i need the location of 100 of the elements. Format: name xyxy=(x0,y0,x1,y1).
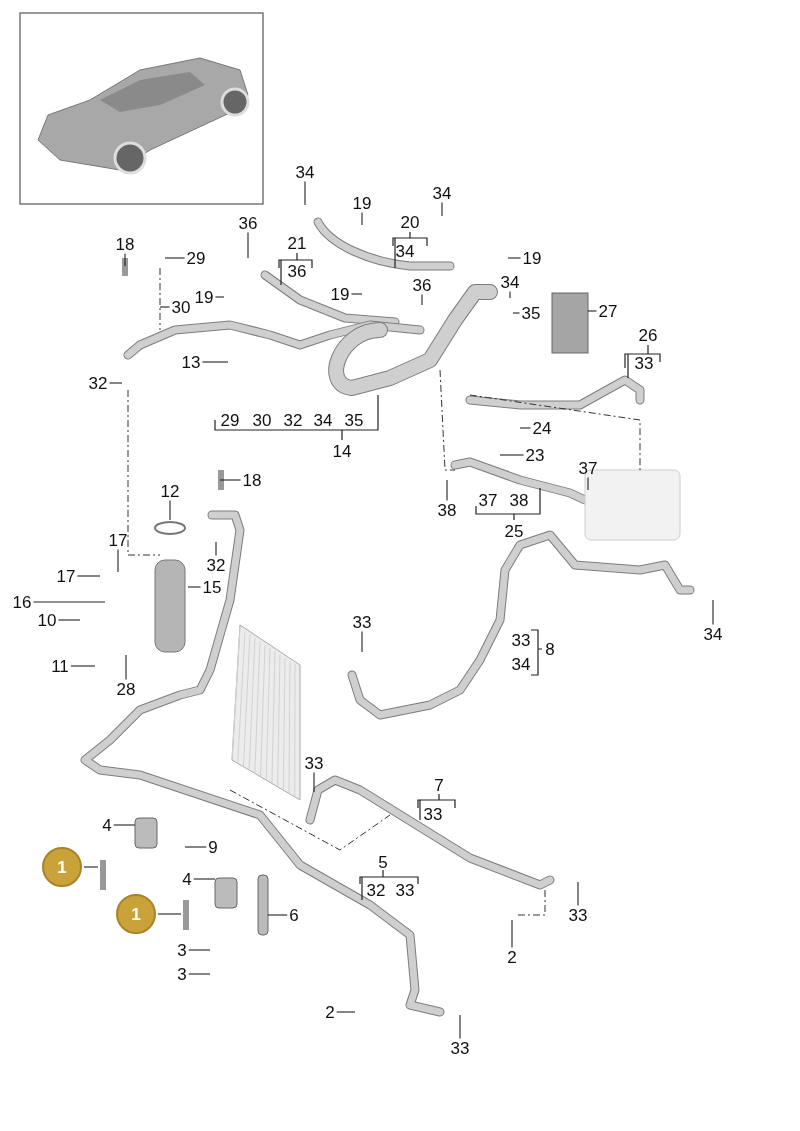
callout-number: 34 xyxy=(295,163,315,181)
callout-number: 35 xyxy=(521,304,541,322)
callout-number: 3 xyxy=(177,941,187,959)
callout-number: 34 xyxy=(703,625,723,643)
callout-number: 33 xyxy=(395,881,415,899)
callout-number: 18 xyxy=(242,471,262,489)
callout-number: 17 xyxy=(108,531,128,549)
callout-number: 21 xyxy=(287,234,307,252)
leader-line xyxy=(511,919,513,949)
callout-number: 25 xyxy=(504,522,524,540)
callout-number: 33 xyxy=(634,354,654,372)
callout-number: 37 xyxy=(578,459,598,477)
callout-number: 34 xyxy=(432,184,452,202)
callout-number: 34 xyxy=(511,655,531,673)
callout-number: 3 xyxy=(177,965,187,983)
leader-line xyxy=(587,310,598,312)
leader-line xyxy=(361,211,363,226)
leader-line xyxy=(247,231,249,259)
callout-number: 37 xyxy=(478,491,498,509)
leader-line xyxy=(214,296,225,298)
leader-line xyxy=(125,654,127,681)
callout-number: 2 xyxy=(507,948,517,966)
callout-number: 27 xyxy=(598,302,618,320)
callout-number: 26 xyxy=(638,326,658,344)
leader-line xyxy=(267,914,288,916)
callout-number: 33 xyxy=(568,906,588,924)
callout-number: 29 xyxy=(220,411,240,429)
callout-number: 23 xyxy=(525,446,545,464)
callout-number: 14 xyxy=(332,442,352,460)
leader-line xyxy=(215,541,217,557)
leader-line xyxy=(201,361,229,363)
callout-number: 15 xyxy=(202,578,222,596)
callout-number: 12 xyxy=(160,482,180,500)
callout-number: 36 xyxy=(238,214,258,232)
callout-number: 32 xyxy=(283,411,303,429)
leader-line xyxy=(164,257,186,259)
leader-line xyxy=(184,846,207,848)
callout-number: 30 xyxy=(252,411,272,429)
callout-number: 28 xyxy=(116,680,136,698)
leader-line xyxy=(421,293,423,306)
callout-number: 38 xyxy=(437,501,457,519)
callout-number: 30 xyxy=(171,298,191,316)
leader-line xyxy=(70,665,96,667)
leader-line xyxy=(219,479,242,481)
leader-line xyxy=(507,257,522,259)
callout-number: 11 xyxy=(51,657,69,675)
leader-line xyxy=(193,878,216,880)
leader-line xyxy=(441,201,443,217)
callout-number: 29 xyxy=(186,249,206,267)
callout-number: 4 xyxy=(102,816,112,834)
callout-number: 16 xyxy=(12,593,32,611)
leader-line xyxy=(83,866,99,868)
leader-line xyxy=(188,949,211,951)
leader-line xyxy=(304,180,306,206)
leader-line xyxy=(350,293,363,295)
leader-line xyxy=(32,601,106,603)
leader-line xyxy=(124,252,126,267)
callout-number: 33 xyxy=(423,805,443,823)
callout-number: 8 xyxy=(545,640,555,658)
callout-number: 18 xyxy=(115,235,135,253)
callout-number: 19 xyxy=(352,194,372,212)
callout-number: 32 xyxy=(88,374,108,392)
highlighted-callout: 1 xyxy=(116,894,156,934)
leader-line xyxy=(187,586,202,588)
callout-number: 19 xyxy=(522,249,542,267)
callout-number: 20 xyxy=(400,213,420,231)
callout-number: 33 xyxy=(511,631,531,649)
leader-line xyxy=(459,1014,461,1040)
callout-number: 36 xyxy=(287,262,307,280)
leader-line xyxy=(519,427,532,429)
leader-line xyxy=(499,454,525,456)
callout-number: 33 xyxy=(304,754,324,772)
callout-number: 7 xyxy=(434,776,444,794)
callout-number: 24 xyxy=(532,419,552,437)
leader-line xyxy=(57,619,81,621)
callout-number: 34 xyxy=(500,273,520,291)
leader-line xyxy=(117,548,119,573)
callout-number: 19 xyxy=(330,285,350,303)
leader-line xyxy=(76,575,101,577)
leader-line xyxy=(361,630,363,653)
leader-line xyxy=(509,290,511,299)
leader-line xyxy=(313,771,315,793)
leader-line xyxy=(512,312,521,314)
leader-line xyxy=(577,881,579,907)
leader-line xyxy=(157,913,182,915)
leader-line xyxy=(113,824,136,826)
leader-line xyxy=(446,479,448,502)
leader-line xyxy=(188,973,211,975)
callout-number: 36 xyxy=(412,276,432,294)
callout-number: 34 xyxy=(313,411,333,429)
callout-number: 33 xyxy=(352,613,372,631)
leader-line xyxy=(587,476,589,491)
callout-number: 19 xyxy=(194,288,214,306)
callout-number: 34 xyxy=(395,242,415,260)
leader-line xyxy=(108,382,123,384)
callout-number: 5 xyxy=(378,853,388,871)
leader-line xyxy=(712,599,714,626)
callout-number: 32 xyxy=(206,556,226,574)
callout-number: 9 xyxy=(208,838,218,856)
highlighted-callout: 1 xyxy=(42,847,82,887)
